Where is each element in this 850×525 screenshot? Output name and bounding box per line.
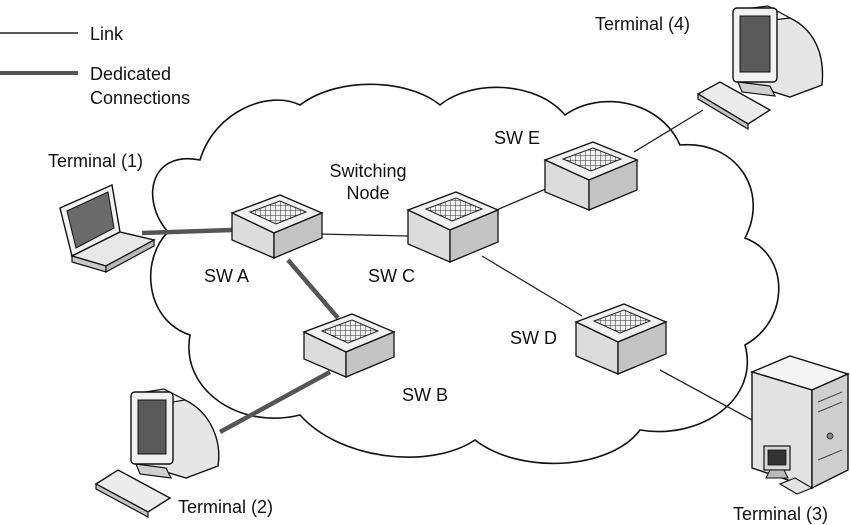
sw-a-label: SW A xyxy=(204,266,250,286)
sw-c-label: SW C xyxy=(368,266,415,286)
switching-node-label: Switching Node xyxy=(318,160,418,204)
legend-dedicated-line1: Dedicated xyxy=(90,64,172,84)
dedicated-swb-terminal2 xyxy=(218,370,332,434)
link-swa-swc xyxy=(317,233,409,237)
terminal-3-server xyxy=(749,355,850,495)
dedicated-swa-swb xyxy=(286,258,340,320)
legend-link-label: Link xyxy=(90,24,124,44)
link-swc-swe xyxy=(491,187,549,213)
sw-d-label: SW D xyxy=(510,328,557,348)
switch-sw-b xyxy=(302,313,396,378)
switch-sw-d xyxy=(574,303,668,375)
switching-node-line2: Node xyxy=(346,183,390,203)
terminal-1-laptop xyxy=(59,183,156,274)
dedicated-terminal1-swa xyxy=(141,227,233,236)
switch-sw-e xyxy=(543,141,639,211)
switch-sw-a xyxy=(230,194,324,259)
sw-e-label: SW E xyxy=(494,128,541,148)
switching-node-line1: Switching xyxy=(329,161,407,181)
terminal-4-label: Terminal (4) xyxy=(595,14,691,34)
link-swc-swd xyxy=(481,255,583,317)
terminal-1-label: Terminal (1) xyxy=(48,151,144,171)
link-swe-terminal4 xyxy=(633,109,704,153)
legend-dedicated-line2: Connections xyxy=(90,88,191,108)
switch-sw-c xyxy=(406,191,500,263)
terminal-4-workstation xyxy=(696,5,824,131)
terminal-2-label: Terminal (2) xyxy=(178,497,274,517)
terminal-3-label: Terminal (3) xyxy=(733,504,829,524)
sw-b-label: SW B xyxy=(402,385,449,405)
terminal-2-workstation xyxy=(94,388,220,519)
legend-dedicated-label: Dedicated Connections xyxy=(90,62,190,110)
link-swd-terminal3 xyxy=(659,369,753,421)
